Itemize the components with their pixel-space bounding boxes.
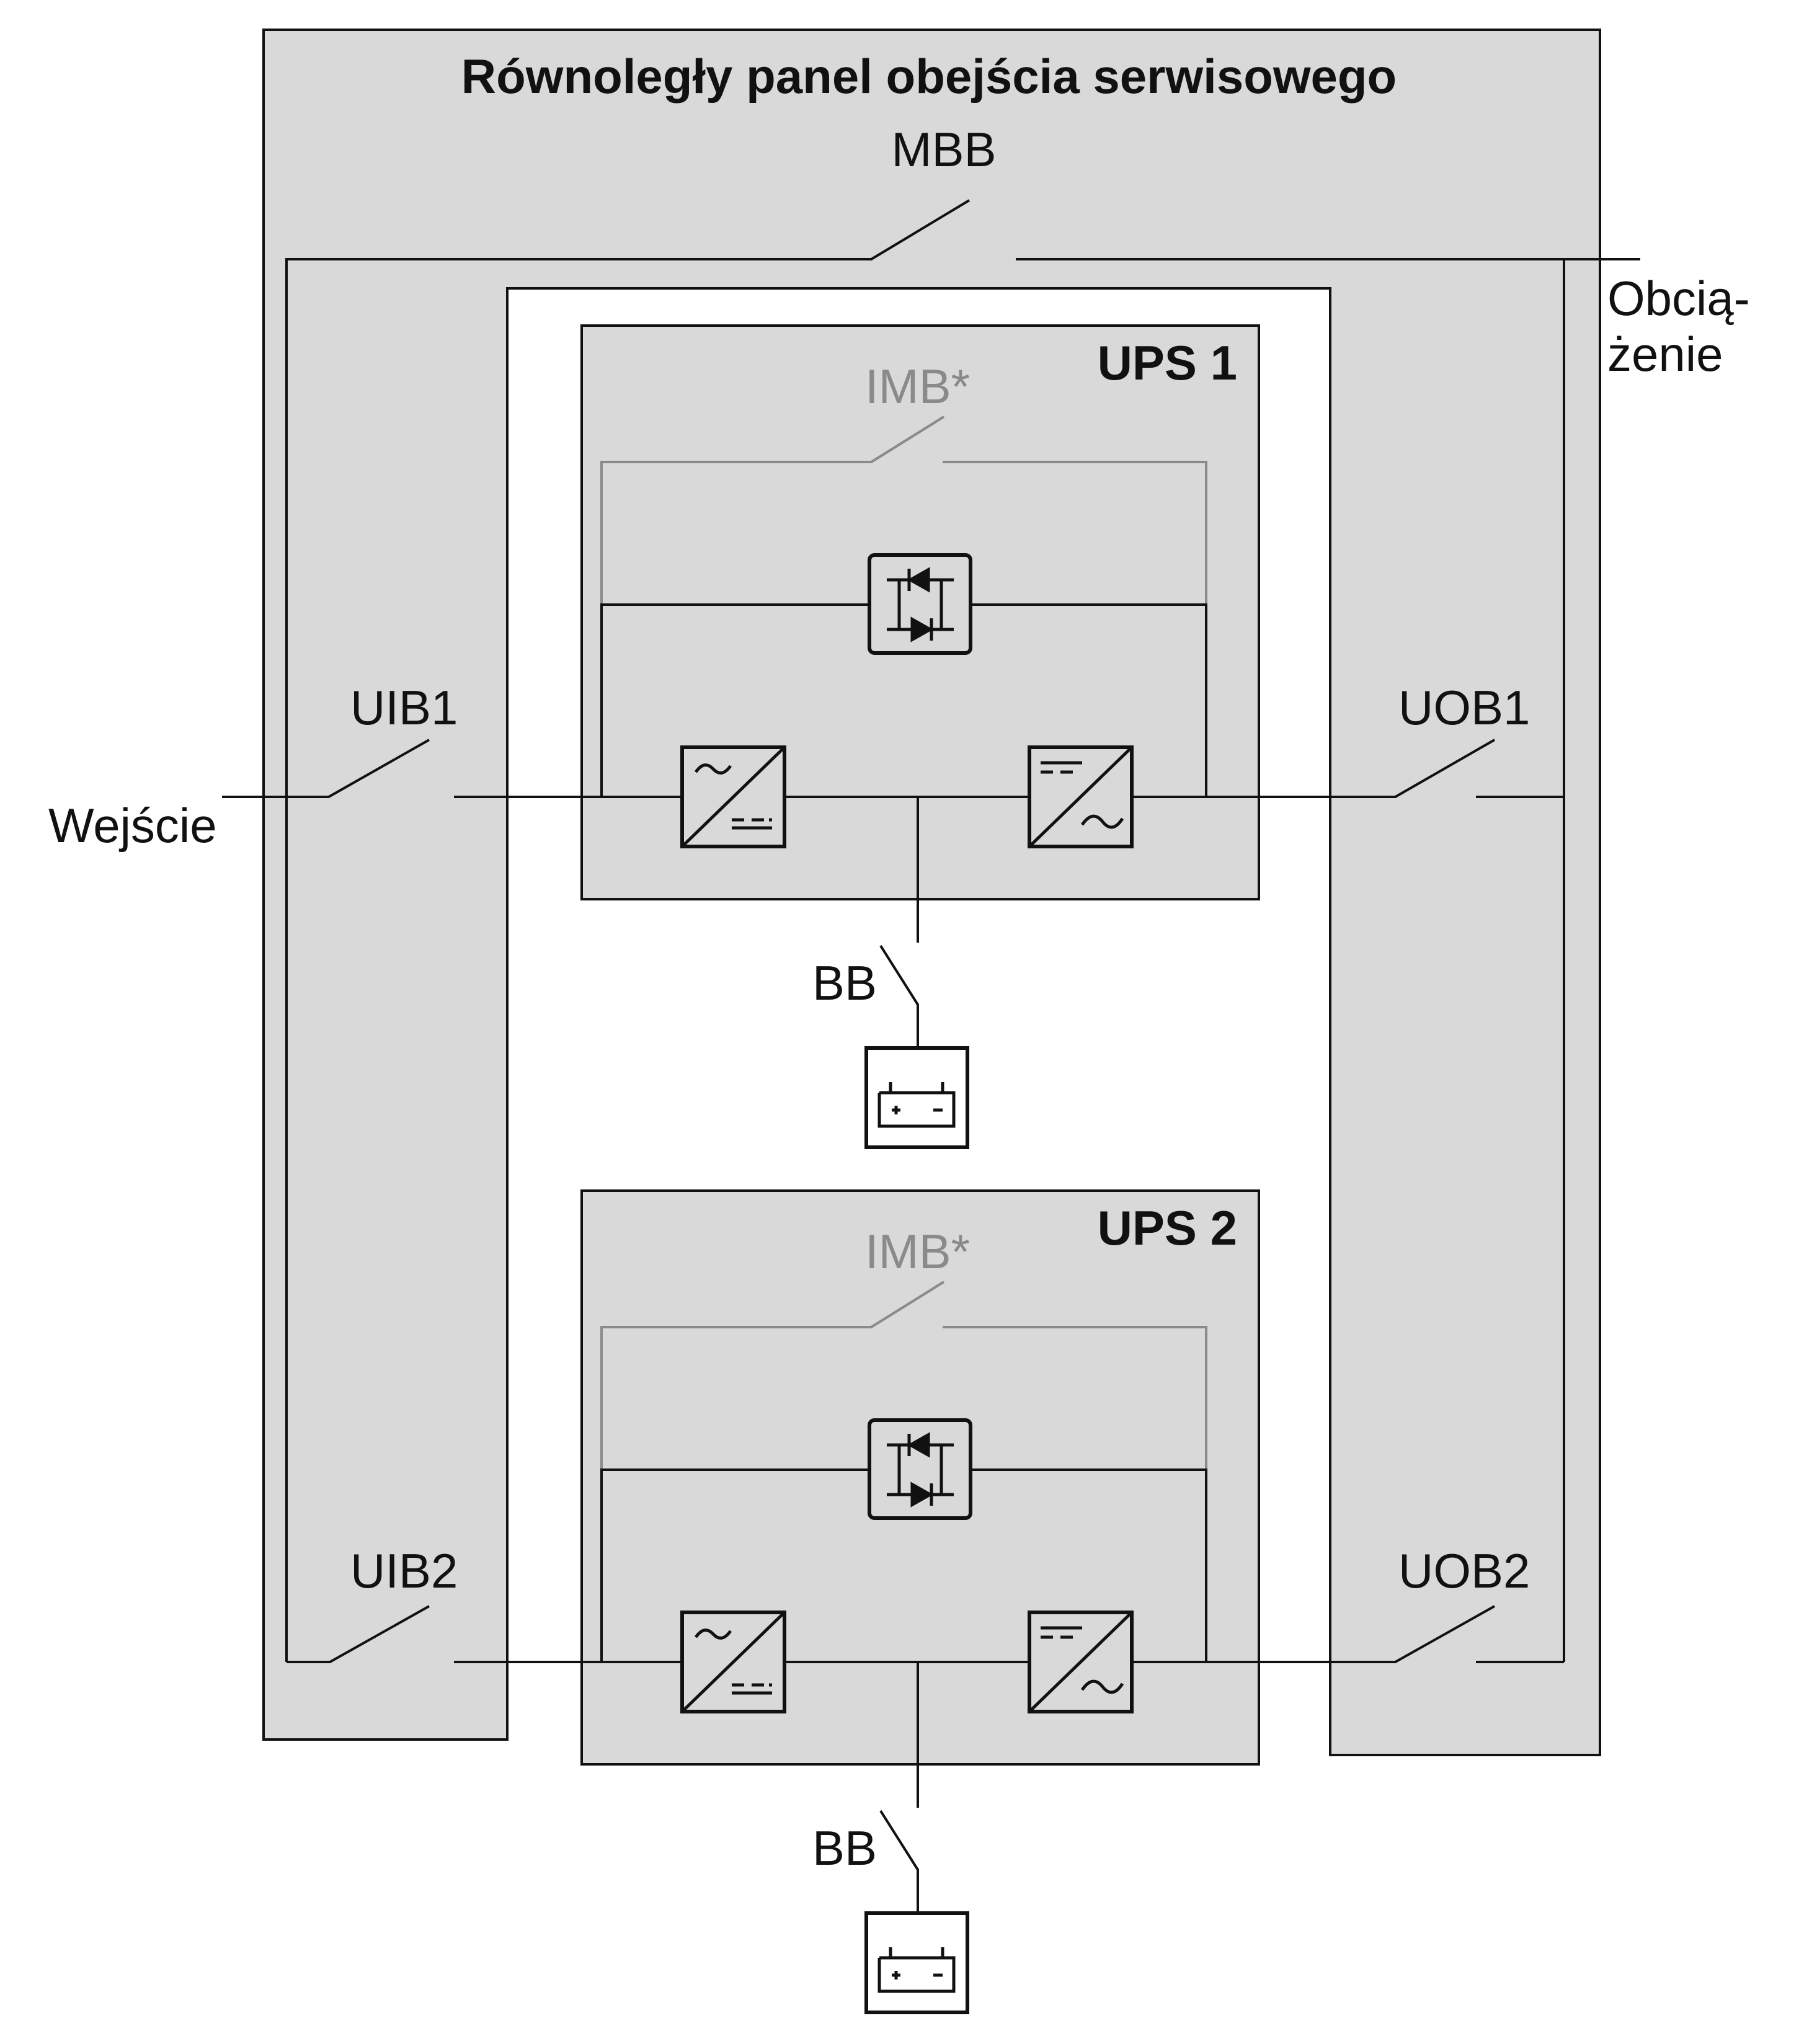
ups-unit-1: UPS 1 IMB* [580, 324, 1260, 943]
mbb-label: MBB [891, 122, 996, 177]
inverter-icon [1028, 745, 1134, 848]
load-label-line2: żenie [1607, 327, 1723, 381]
imb-switch [600, 415, 945, 605]
rectifier-icon [680, 1611, 786, 1713]
battery-breaker-2: BB [812, 1810, 969, 2014]
static-bypass-line [600, 603, 1207, 797]
ups-unit-name: UPS 1 [1098, 335, 1237, 390]
uob2-switch [1259, 1605, 1495, 1663]
uob1-label: UOB1 [1398, 680, 1530, 735]
imb-label: IMB* [865, 359, 970, 414]
uib1-label: UIB1 [350, 680, 458, 735]
uob2-label: UOB2 [1398, 1544, 1530, 1598]
imb-switch-return [943, 461, 1207, 605]
imb-switch [600, 1281, 945, 1470]
battery-icon [864, 1911, 969, 2014]
inverter-icon [1028, 1611, 1134, 1713]
uib2-label: UIB2 [350, 1544, 458, 1598]
static-bypass-line [600, 1469, 1207, 1662]
panel-title: Równoległy panel obejścia serwisowego [461, 49, 1397, 104]
static-switch-icon [868, 553, 972, 655]
bb-label: BB [812, 1821, 877, 1875]
static-switch-icon [868, 1418, 972, 1520]
battery-breaker-1: BB [812, 944, 969, 1149]
mbb-switch [285, 199, 1640, 1662]
input-line [222, 739, 430, 798]
input-label: Wejście [48, 798, 217, 853]
uob1-switch [1259, 739, 1495, 798]
ups-unit-name: UPS 2 [1098, 1201, 1237, 1255]
rectifier-icon [680, 745, 786, 848]
load-label-line1: Obcią- [1607, 271, 1750, 326]
imb-label: IMB* [865, 1224, 970, 1279]
bb-label: BB [812, 956, 877, 1010]
bypass-panel [262, 29, 1601, 1756]
battery-icon [864, 1046, 969, 1149]
ups-unit-2: UPS 2 IMB* [580, 1189, 1260, 1808]
uib2-switch [287, 1605, 430, 1663]
imb-switch-return [943, 1326, 1207, 1470]
